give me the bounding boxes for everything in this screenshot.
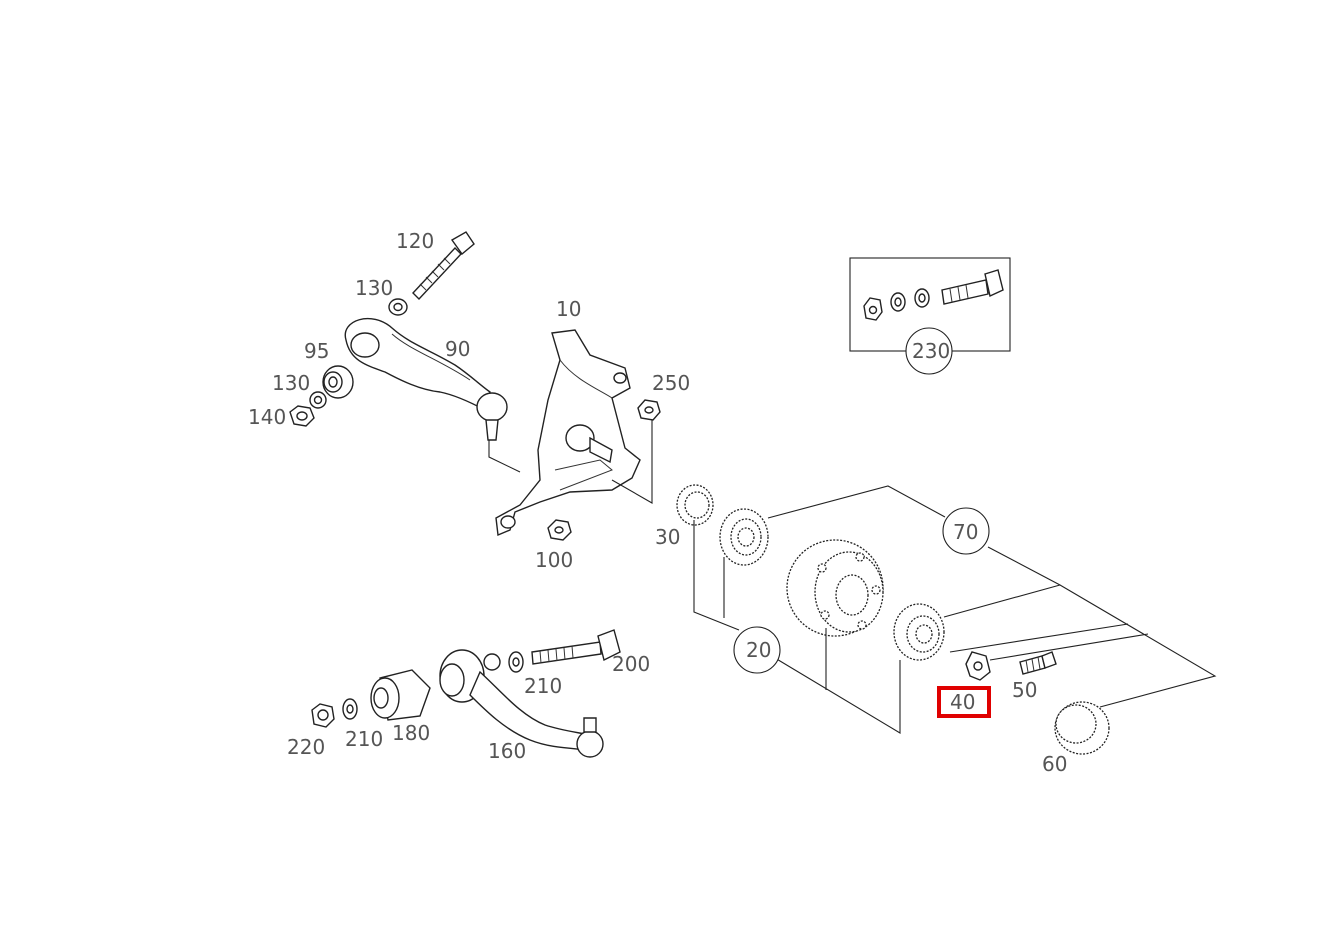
wheel-hub[interactable]	[786, 539, 884, 637]
highlight-box-40	[937, 686, 991, 718]
bushing-95[interactable]	[322, 365, 354, 399]
clamp-nut-40[interactable]	[965, 651, 991, 681]
label-140[interactable]: 140	[248, 405, 286, 429]
washer-130-top[interactable]	[388, 298, 408, 316]
label-220[interactable]: 220	[287, 735, 325, 759]
nut-140[interactable]	[289, 405, 315, 427]
nut-100[interactable]	[547, 519, 572, 541]
washer-130-side[interactable]	[309, 391, 327, 409]
label-90[interactable]: 90	[445, 337, 470, 361]
bearing-inner[interactable]	[719, 508, 769, 566]
label-130-side[interactable]: 130	[272, 371, 310, 395]
upper-control-arm-90[interactable]	[344, 317, 508, 441]
seal-ring-30[interactable]	[676, 484, 714, 526]
label-130-top[interactable]: 130	[355, 276, 393, 300]
label-10[interactable]: 10	[556, 297, 581, 321]
label-180[interactable]: 180	[392, 721, 430, 745]
washer-210-right[interactable]	[508, 651, 524, 673]
label-95[interactable]: 95	[304, 339, 329, 363]
label-70[interactable]: 70	[953, 520, 978, 544]
callout-circle-230	[905, 327, 953, 375]
washer-210-left[interactable]	[342, 698, 358, 720]
bearing-outer[interactable]	[893, 603, 945, 661]
hub-cap-60[interactable]	[1054, 701, 1110, 755]
label-250[interactable]: 250	[652, 371, 690, 395]
bolt-200[interactable]	[531, 629, 621, 665]
label-40[interactable]: 40	[950, 690, 975, 714]
label-210-left[interactable]: 210	[345, 727, 383, 751]
nut-220[interactable]	[311, 703, 335, 728]
label-230[interactable]: 230	[912, 339, 950, 363]
label-50[interactable]: 50	[1012, 678, 1037, 702]
bushing-180[interactable]	[370, 669, 431, 721]
label-20[interactable]: 20	[746, 638, 771, 662]
callout-circle-70	[942, 507, 990, 555]
bolt-120[interactable]	[412, 231, 475, 301]
label-160[interactable]: 160	[488, 739, 526, 763]
label-120[interactable]: 120	[396, 229, 434, 253]
screw-50[interactable]	[1019, 651, 1057, 675]
steering-knuckle-10[interactable]	[495, 329, 641, 537]
label-100[interactable]: 100	[535, 548, 573, 572]
callout-circle-20	[733, 626, 781, 674]
lower-control-arm-160[interactable]	[439, 649, 604, 758]
label-210-right[interactable]: 210	[524, 674, 562, 698]
nut-250[interactable]	[637, 399, 661, 421]
label-200[interactable]: 200	[612, 652, 650, 676]
label-30[interactable]: 30	[655, 525, 680, 549]
kit-230-box[interactable]	[849, 257, 1011, 352]
label-60[interactable]: 60	[1042, 752, 1067, 776]
